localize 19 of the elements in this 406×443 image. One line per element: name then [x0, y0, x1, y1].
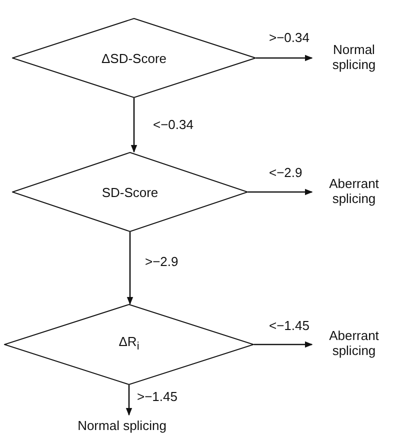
arrow: [126, 385, 132, 416]
arrow: [126, 232, 134, 305]
decision-label: ΔSD-Score: [101, 50, 167, 66]
outcome-label: Normal splicing: [78, 418, 166, 432]
arrow: [248, 188, 313, 196]
edge-label: <−1.45: [268, 318, 310, 333]
outcome-label: Aberrant splicing: [328, 328, 380, 358]
outcome-label: Normal splicing: [331, 42, 377, 72]
edge-label: >−0.34: [268, 30, 310, 45]
outcome-label: Aberrant splicing: [328, 176, 380, 206]
arrow: [130, 98, 138, 153]
decision-label: ΔR$_{i}$: [118, 334, 140, 355]
edge-label: <−0.34: [152, 117, 194, 132]
edge-label: <−2.9: [268, 165, 304, 180]
arrow: [256, 54, 313, 62]
edge-label: >−2.9: [144, 254, 180, 269]
edge-label: >−1.45: [136, 389, 178, 404]
arrow: [254, 341, 313, 348]
decision-label: SD-Score: [102, 184, 158, 200]
